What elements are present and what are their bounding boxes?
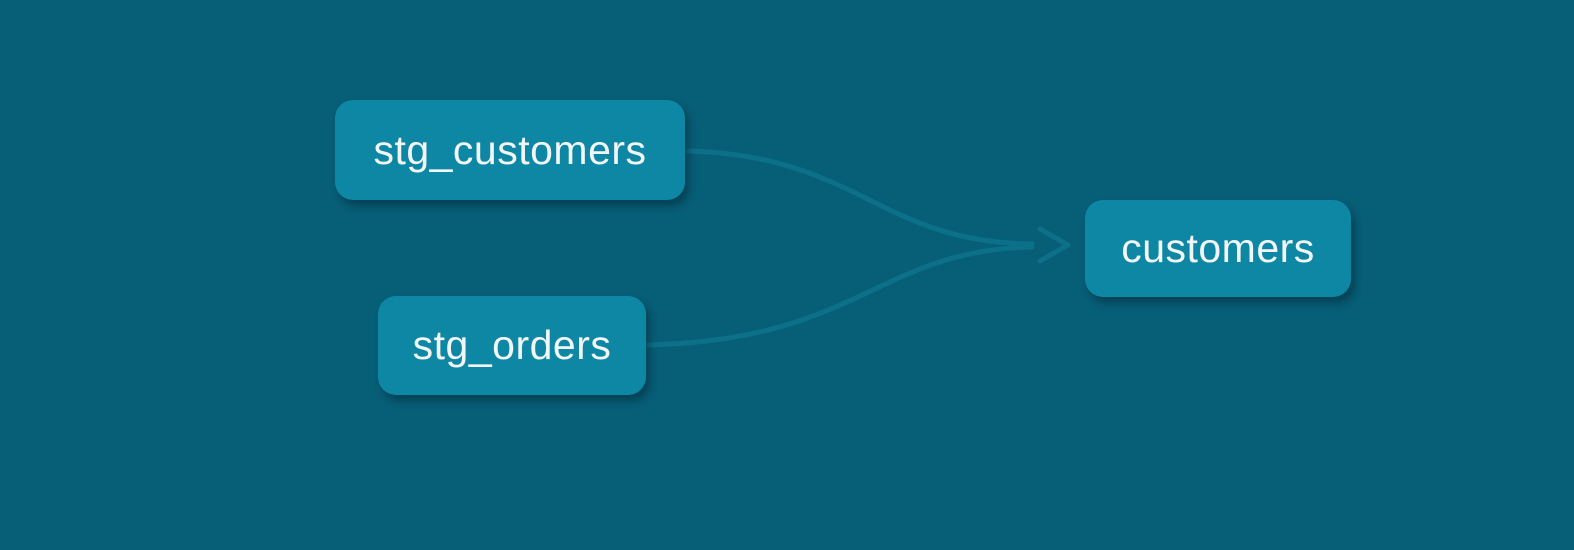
node-label-customers: customers: [1121, 225, 1315, 271]
node-label-stg_customers: stg_customers: [373, 126, 647, 173]
node-customers[interactable]: customers: [1085, 200, 1351, 297]
arrowhead-icon: [1037, 226, 1071, 264]
edge-stg_orders-to-customers: [645, 244, 1035, 348]
node-stg_orders[interactable]: stg_orders: [378, 296, 646, 395]
node-stg_customers[interactable]: stg_customers: [335, 100, 685, 200]
edge-stg_customers-to-customers: [685, 148, 1035, 247]
node-label-stg_orders: stg_orders: [412, 322, 612, 368]
